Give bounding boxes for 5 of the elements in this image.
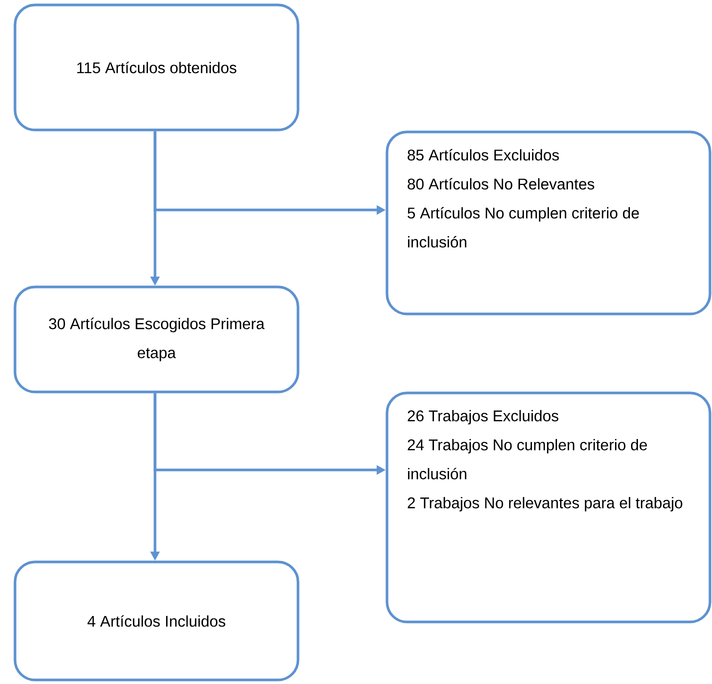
process-box: 85 Artículos Excluidos 80 Artículos No Relevantes 5 Artículos No cumplen criterio de inclusión bbox=[386, 130, 712, 316]
process-box: 115 Artículos obtenidos bbox=[14, 4, 300, 132]
process-box: 26 Trabajos Excluidos 24 Trabajos No cumplen criterio de inclusión 2 Trabajos No relevantes para el trabajo bbox=[386, 392, 712, 624]
process-box: 4 Artículos Incluidos bbox=[14, 560, 300, 682]
process-box: 30 Artículos Escogidos Primera etapa bbox=[14, 286, 300, 394]
